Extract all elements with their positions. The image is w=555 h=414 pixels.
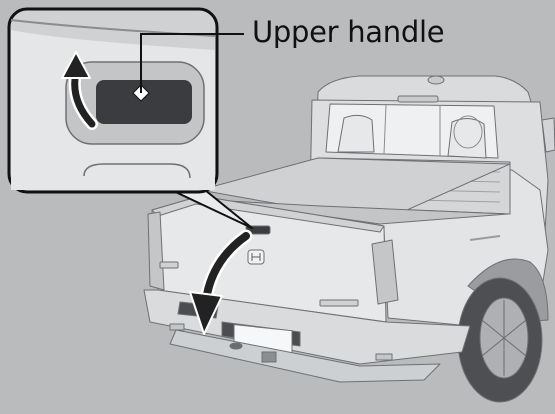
seat-right	[447, 118, 487, 159]
truck	[143, 75, 555, 403]
inset-lower-contour	[83, 163, 191, 179]
detail-inset	[7, 7, 219, 194]
window-divider-left	[383, 104, 387, 155]
callout-leader-line	[140, 33, 244, 93]
seat-left	[337, 114, 375, 153]
reflector-right	[375, 353, 393, 361]
tail-light-left	[147, 211, 165, 291]
steering-wheel	[453, 115, 483, 149]
side-script-badge	[469, 235, 501, 241]
curved-arrow-down-icon	[189, 229, 253, 335]
tail-light-right	[371, 239, 399, 305]
roof-antenna	[427, 75, 445, 85]
trailer-hitch	[261, 351, 277, 363]
exhaust-tip	[229, 342, 243, 350]
model-badge-left	[159, 261, 179, 269]
trim-badge-right	[319, 299, 359, 307]
inset-handle-opening	[96, 80, 192, 124]
third-brake-light	[397, 95, 439, 103]
reflector-left	[169, 323, 185, 331]
upper-handle-label: Upper handle	[252, 15, 445, 49]
side-mirror	[541, 117, 555, 153]
h-emblem-letter	[251, 253, 261, 261]
curved-arrow-up-icon	[61, 51, 98, 130]
rim-spokes	[481, 300, 527, 376]
